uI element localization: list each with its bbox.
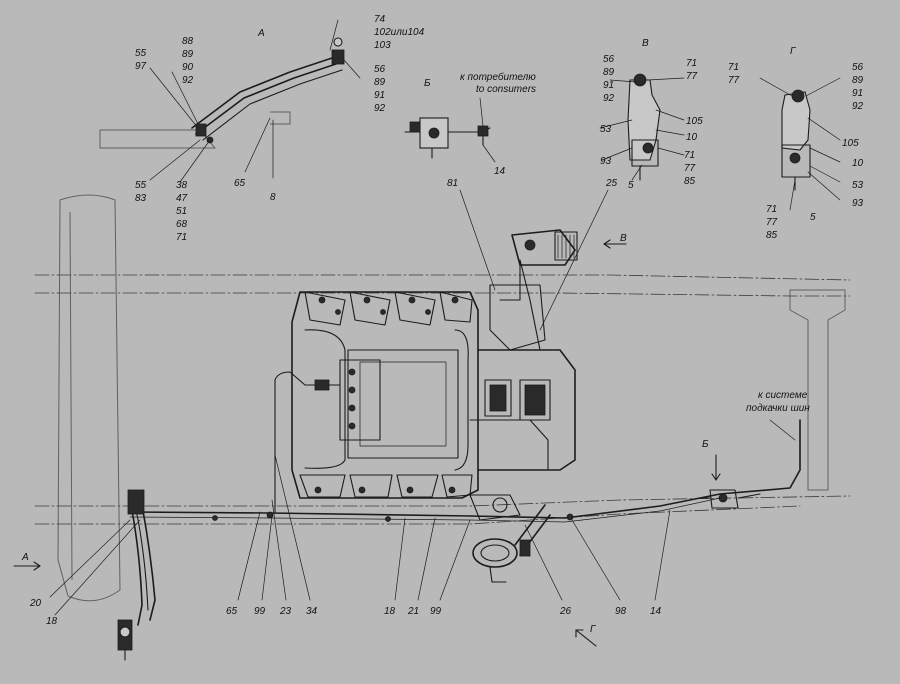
- callout: 14: [650, 606, 662, 617]
- view-b-title: Б: [424, 78, 431, 89]
- callout: 89: [852, 75, 864, 86]
- air-lines: [117, 259, 801, 661]
- view-b: [404, 117, 491, 159]
- view-a-title: А: [257, 28, 265, 39]
- hose-clamp: [472, 504, 551, 583]
- view-labels: А Б В Г А Б В Г: [21, 28, 797, 635]
- view-v-title: В: [642, 38, 649, 49]
- callout: 81: [447, 178, 458, 189]
- callout: 56: [374, 64, 386, 75]
- callout: 103: [374, 40, 391, 51]
- view-v-arrow-label: В: [620, 233, 627, 244]
- view-a: [191, 37, 345, 144]
- chassis-frame: [34, 111, 851, 602]
- callout: 25: [605, 178, 618, 189]
- note-tyre-line1: к системе: [758, 390, 808, 401]
- callout: 65: [234, 178, 246, 189]
- callout: 89: [603, 67, 615, 78]
- callout: 90: [182, 62, 194, 73]
- view-g-arrow-label: Г: [590, 624, 597, 635]
- hose-connector: [117, 619, 133, 661]
- callout: 34: [306, 606, 318, 617]
- callout: 89: [374, 77, 386, 88]
- callout: 92: [374, 103, 386, 114]
- turbocharger: [489, 229, 578, 351]
- callout: 68: [176, 219, 188, 230]
- callout: 77: [728, 75, 740, 86]
- callout: 47: [176, 193, 188, 204]
- callout: 74: [374, 14, 386, 25]
- callout: 65: [226, 606, 238, 617]
- callout: 99: [254, 606, 266, 617]
- notes: к потребителю to consumers к системе под…: [460, 71, 810, 414]
- cylinder-heads-top: [304, 291, 473, 326]
- callout: 77: [766, 217, 778, 228]
- callout: 97: [135, 61, 147, 72]
- callout: 88: [182, 36, 194, 47]
- callout: 71: [766, 204, 777, 215]
- callout: 105: [842, 138, 859, 149]
- view-v: [627, 73, 661, 181]
- fuel-pump: [304, 359, 381, 441]
- callout: 85: [766, 230, 778, 241]
- view-g-title: Г: [790, 46, 797, 57]
- cylinder-heads-bottom: [299, 474, 473, 498]
- callout: 53: [600, 124, 612, 135]
- callout: 18: [384, 606, 396, 617]
- callout: 5: [628, 180, 634, 191]
- callout: 55: [135, 180, 147, 191]
- callout: 102или104: [374, 27, 425, 38]
- callout: 71: [686, 58, 697, 69]
- callout: 21: [407, 606, 419, 617]
- callout: 105: [686, 116, 703, 127]
- callout: 92: [852, 101, 864, 112]
- callout: 53: [852, 180, 864, 191]
- callout: 26: [559, 606, 572, 617]
- note-consumers-ru: к потребителю: [460, 71, 536, 83]
- callout: 10: [686, 132, 698, 143]
- callout: 91: [852, 88, 863, 99]
- callout: 55: [135, 48, 147, 59]
- callout: 83: [135, 193, 147, 204]
- callout: 85: [684, 176, 696, 187]
- note-tyre-line2: подкачки шин: [746, 403, 810, 414]
- callout: 14: [494, 166, 506, 177]
- view-arrows: [13, 239, 721, 647]
- callout: 99: [430, 606, 442, 617]
- callout: 18: [46, 616, 58, 627]
- callout: 23: [279, 606, 292, 617]
- callout: 56: [603, 54, 615, 65]
- callout: 98: [615, 606, 627, 617]
- view-g: [781, 89, 811, 191]
- callout: 38: [176, 180, 188, 191]
- callout: 93: [600, 156, 612, 167]
- callout: 77: [684, 163, 696, 174]
- callout: 71: [728, 62, 739, 73]
- callout: 8: [270, 192, 276, 203]
- callout: 56: [852, 62, 864, 73]
- callout: 5: [810, 212, 816, 223]
- callout: 71: [176, 232, 187, 243]
- callout: 77: [686, 71, 698, 82]
- note-consumers-en: to consumers: [476, 84, 536, 95]
- engine-block: [291, 229, 578, 521]
- view-a-arrow-label: А: [21, 552, 29, 563]
- valve-b: [699, 489, 761, 509]
- callout: 92: [182, 75, 194, 86]
- callout: 51: [176, 206, 187, 217]
- callout: 10: [852, 158, 864, 169]
- view-b-arrow-label: Б: [702, 439, 709, 450]
- callout: 91: [374, 90, 385, 101]
- callout: 71: [684, 150, 695, 161]
- leader-lines: [49, 19, 841, 616]
- callout-numbers: 55 97 88 89 90 92 74 102или104 103 56 89…: [29, 14, 864, 627]
- callout: 92: [603, 93, 615, 104]
- callout: 91: [603, 80, 614, 91]
- callout: 20: [29, 598, 42, 609]
- callout: 93: [852, 198, 864, 209]
- callout: 89: [182, 49, 194, 60]
